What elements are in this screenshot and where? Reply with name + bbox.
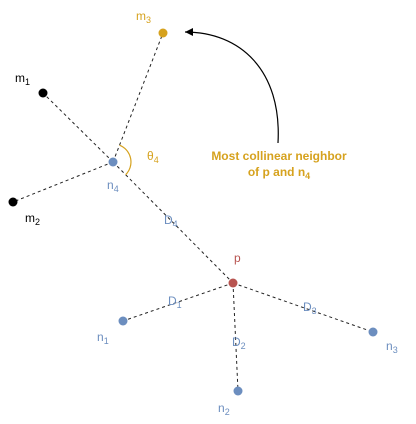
edge-p-n2 bbox=[232, 282, 239, 392]
angle-arc-theta4 bbox=[119, 144, 132, 176]
callout-line2: of p and n4 bbox=[248, 165, 310, 181]
label-n3: n3 bbox=[386, 339, 398, 355]
label-m3: m3 bbox=[136, 9, 151, 25]
edge-p-n1 bbox=[122, 282, 234, 322]
label-n1: n1 bbox=[97, 330, 109, 346]
label-m2: m2 bbox=[25, 211, 40, 227]
label-D4: D4 bbox=[164, 213, 178, 229]
label-p: p bbox=[234, 251, 241, 265]
node-m3 bbox=[158, 28, 168, 38]
node-n4 bbox=[108, 157, 118, 167]
edge-n4-m3 bbox=[112, 32, 164, 163]
label-n4: n4 bbox=[107, 178, 119, 194]
edge-p-n3 bbox=[232, 282, 374, 333]
label-n2: n2 bbox=[218, 401, 230, 417]
label-theta4: θ4 bbox=[147, 149, 159, 165]
callout-arrow bbox=[184, 28, 279, 144]
node-n3 bbox=[368, 327, 378, 337]
node-m1 bbox=[38, 88, 48, 98]
nodes bbox=[8, 28, 378, 396]
callout-line1: Most collinear neighbor bbox=[211, 149, 347, 163]
node-n2 bbox=[233, 386, 243, 396]
node-n1 bbox=[118, 316, 128, 326]
edge-n4-m2 bbox=[12, 161, 114, 203]
edge-n4-m1 bbox=[42, 92, 114, 163]
node-p bbox=[228, 278, 238, 288]
label-D1: D1 bbox=[168, 294, 182, 310]
edge-n4-p bbox=[112, 161, 234, 284]
label-D2: D2 bbox=[232, 335, 246, 351]
edges bbox=[12, 32, 374, 392]
label-m1: m1 bbox=[15, 71, 30, 87]
label-D3: D3 bbox=[303, 300, 317, 316]
node-m2 bbox=[8, 197, 18, 207]
